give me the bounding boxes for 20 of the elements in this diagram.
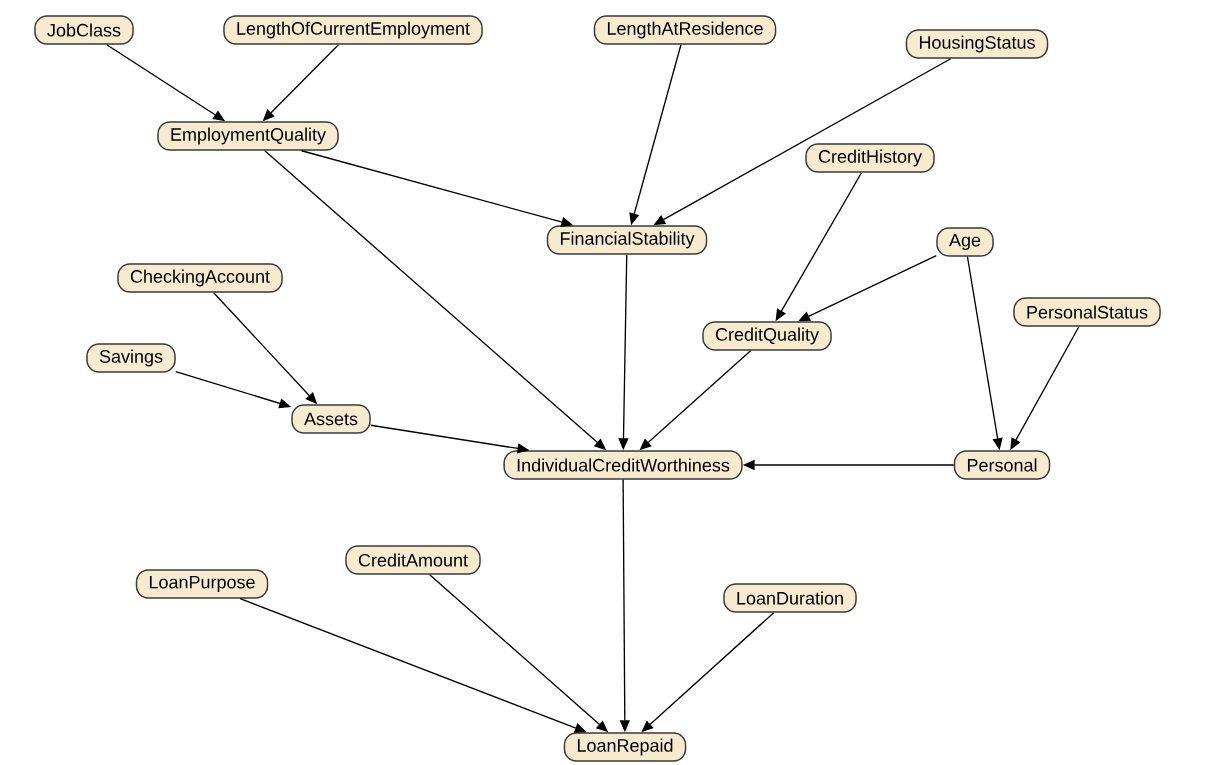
arrow bbox=[798, 255, 937, 322]
node-box: CreditHistory bbox=[805, 143, 935, 173]
node-box: EmploymentQuality bbox=[157, 121, 339, 151]
node-box: CreditAmount bbox=[345, 545, 481, 575]
node-box: LoanPurpose bbox=[135, 569, 269, 599]
node-box: JobClass bbox=[34, 15, 134, 45]
node-box: LengthOfCurrentEmployment bbox=[223, 15, 483, 45]
node-box: LengthAtResidence bbox=[593, 15, 777, 45]
node-box: Savings bbox=[86, 343, 176, 373]
node-box: IndividualCreditWorthiness bbox=[503, 450, 743, 480]
node-box: PersonalStatus bbox=[1013, 297, 1161, 327]
node-box: LoanRepaid bbox=[563, 732, 687, 762]
node-box: LoanDuration bbox=[723, 583, 857, 613]
node-box: Age bbox=[936, 227, 994, 257]
node-box: Personal bbox=[953, 450, 1051, 480]
node-box: HousingStatus bbox=[905, 29, 1049, 59]
node-box: FinancialStability bbox=[546, 225, 708, 255]
node-box: Assets bbox=[291, 404, 371, 434]
node-box: CheckingAccount bbox=[117, 263, 283, 293]
node-box: CreditQuality bbox=[702, 321, 832, 351]
